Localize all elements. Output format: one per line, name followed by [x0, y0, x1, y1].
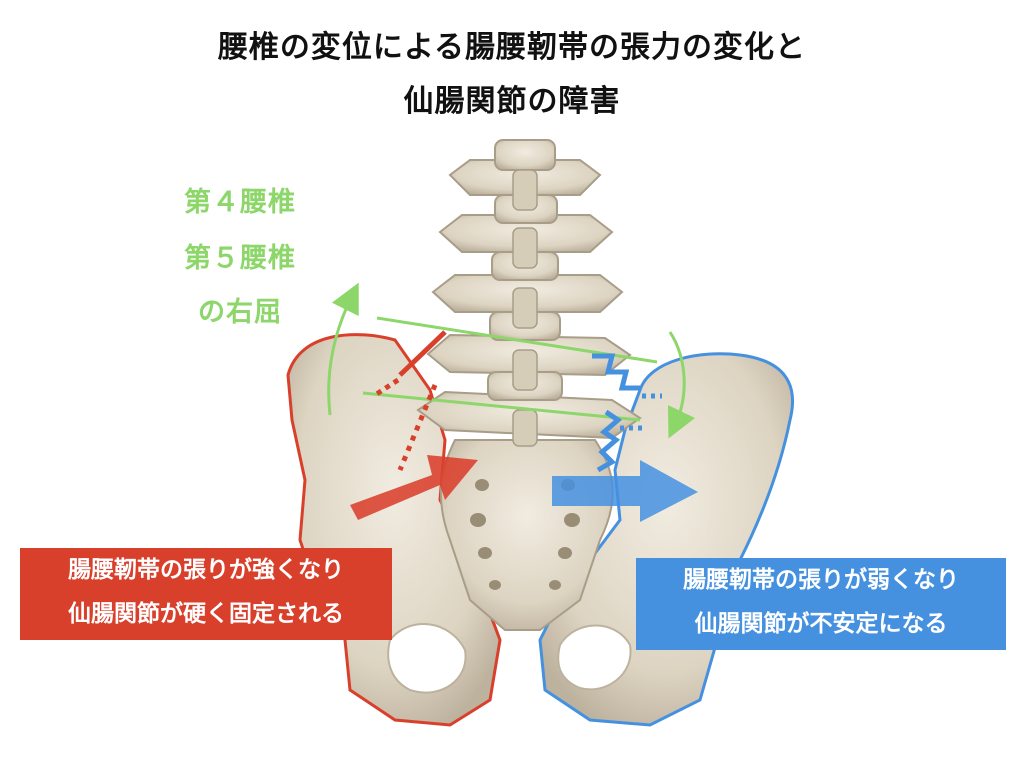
red-ligament-solid — [398, 330, 447, 377]
left-effect-box: 腸腰靭帯の張りが強くなり 仙腸関節が硬く固定される — [20, 548, 392, 640]
vertebra-label-line-1: 第４腰椎 — [184, 187, 296, 218]
green-curved-arrow-left — [327, 282, 359, 416]
vertebra-label-line-3: の右屈 — [198, 297, 282, 328]
right-effect-line-2: 仙腸関節が不安定になる — [694, 611, 948, 637]
right-effect-box: 腸腰靭帯の張りが弱くなり 仙腸関節が不安定になる — [636, 558, 1006, 650]
left-obturator — [387, 623, 467, 694]
red-arrow — [350, 455, 478, 520]
right-obturator — [557, 624, 632, 691]
spinous-processes — [512, 169, 538, 447]
blue-ligament-zigzag-2 — [596, 409, 623, 473]
red-ligament-dotted-2 — [397, 384, 438, 471]
red-ligament-dotted-1 — [373, 377, 400, 398]
left-effect-line-1: 腸腰靭帯の張りが強くなり — [68, 557, 344, 583]
blue-arrow — [552, 460, 698, 522]
page-title-line-1: 腰椎の変位による腸腰靭帯の張力の変化と — [217, 30, 807, 65]
left-effect-line-2: 仙腸関節が硬く固定される — [68, 601, 344, 627]
vertebra-tilt-line-l5 — [362, 391, 641, 422]
blue-ligament-zigzag-1 — [592, 353, 640, 391]
vertebra-label-line-2: 第５腰椎 — [184, 243, 296, 274]
page-title-line-2: 仙腸関節の障害 — [403, 84, 621, 119]
right-effect-line-1: 腸腰靭帯の張りが弱くなり — [683, 567, 959, 593]
green-curved-arrow-right — [667, 331, 696, 439]
